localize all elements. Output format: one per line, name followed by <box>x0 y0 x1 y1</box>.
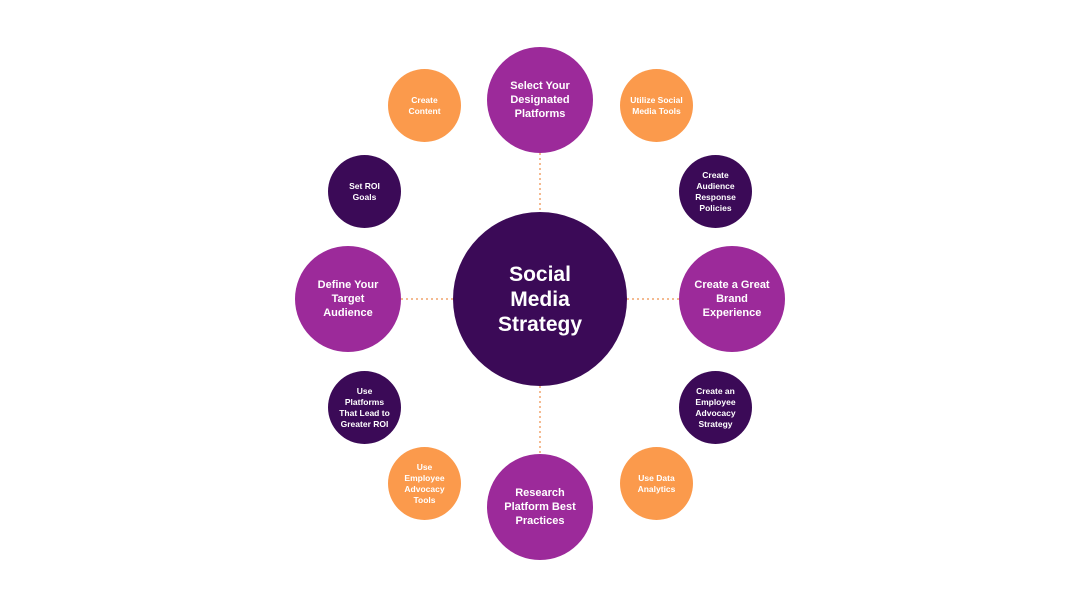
node-use-employee-advocacy-tools: Use Employee Advocacy Tools <box>388 447 461 520</box>
node-create-employee-advocacy-strategy: Create an Employee Advocacy Strategy <box>679 371 752 444</box>
node-label: Select Your Designated Platforms <box>510 80 570 120</box>
center-node-label: Social Media Strategy <box>497 262 583 336</box>
node-select-designated-platforms: Select Your Designated Platforms <box>487 47 593 153</box>
node-label: Research Platform Best Practices <box>504 487 576 527</box>
node-label: Create Audience Response Policies <box>695 169 736 213</box>
node-label: Set ROI Goals <box>349 180 380 202</box>
center-node-social-media-strategy: Social Media Strategy <box>453 212 627 386</box>
node-use-platforms-greater-roi: Use Platforms That Lead to Greater ROI <box>328 371 401 444</box>
node-label: Use Data Analytics <box>637 472 676 494</box>
node-label: Use Employee Advocacy Tools <box>404 461 445 505</box>
node-use-data-analytics: Use Data Analytics <box>620 447 693 520</box>
node-label: Create Content <box>408 94 441 116</box>
node-research-platform-best-practices: Research Platform Best Practices <box>487 454 593 560</box>
node-label: Utilize Social Media Tools <box>630 94 683 116</box>
node-define-target-audience: Define Your Target Audience <box>295 246 401 352</box>
node-create-content: Create Content <box>388 69 461 142</box>
node-create-audience-response-policies: Create Audience Response Policies <box>679 155 752 228</box>
node-label: Use Platforms That Lead to Greater ROI <box>339 385 390 429</box>
node-utilize-social-media-tools: Utilize Social Media Tools <box>620 69 693 142</box>
node-label: Create a Great Brand Experience <box>694 279 770 319</box>
node-label: Create an Employee Advocacy Strategy <box>695 385 736 429</box>
node-set-roi-goals: Set ROI Goals <box>328 155 401 228</box>
node-create-great-brand-experience: Create a Great Brand Experience <box>679 246 785 352</box>
node-label: Define Your Target Audience <box>317 279 379 319</box>
